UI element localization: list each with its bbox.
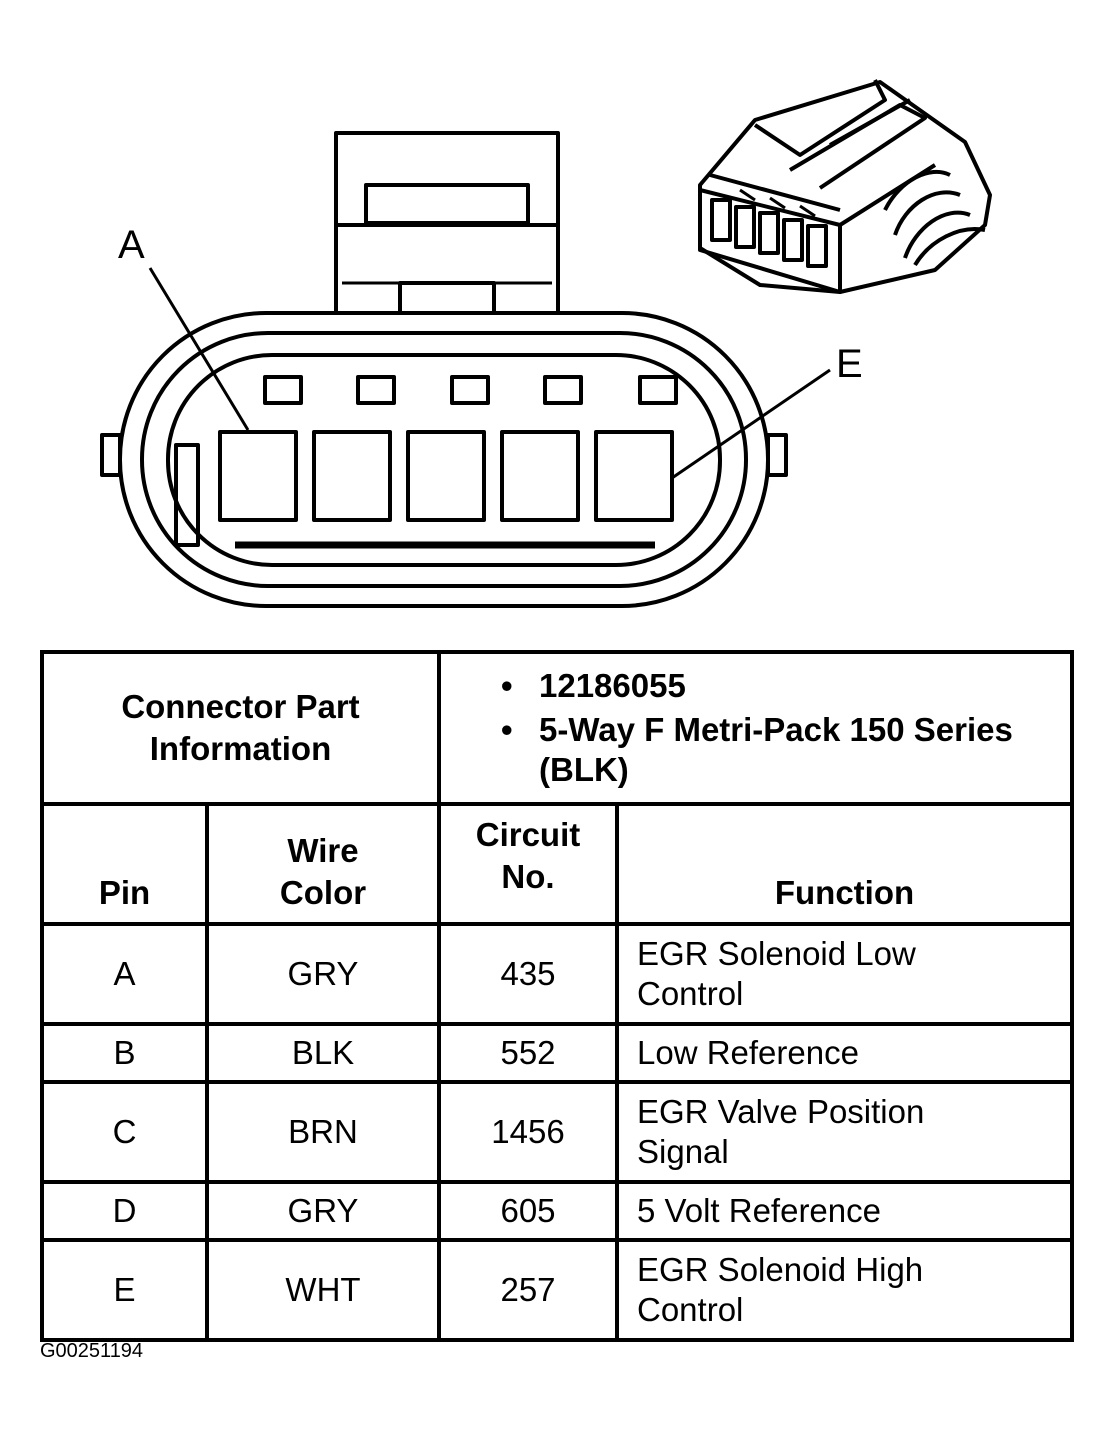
pin-cell: E xyxy=(40,1238,209,1342)
pin-cavities xyxy=(218,430,674,522)
connector-isometric-view xyxy=(698,79,992,294)
table-row: B BLK 552 Low Reference xyxy=(40,1022,1074,1084)
wire-color-cell: BRN xyxy=(205,1080,441,1184)
leader-line-a xyxy=(148,267,250,431)
col-header-circuit-no: Circuit No. xyxy=(437,802,619,926)
function-cell: 5 Volt Reference xyxy=(615,1180,1074,1242)
function-cell: EGR Valve Position Signal xyxy=(615,1080,1074,1184)
connector-latch-tab xyxy=(334,131,560,325)
connector-body xyxy=(100,311,788,608)
connector-teeth xyxy=(263,375,678,405)
part-info-label: Connector Part Information xyxy=(121,688,360,767)
wire-color-cell: WHT xyxy=(205,1238,441,1342)
part-info-item: • 5-Way F Metri-Pack 150 Series (BLK) xyxy=(501,711,1013,788)
table-row: C BRN 1456 EGR Valve Position Signal xyxy=(40,1080,1074,1184)
part-info-item: • 12186055 xyxy=(501,667,686,704)
circuit-cell: 1456 xyxy=(437,1080,619,1184)
wire-color-cell: BLK xyxy=(205,1022,441,1084)
pin-cavity-c xyxy=(406,430,486,522)
wire-color-cell: GRY xyxy=(205,922,441,1026)
connector-diagram: A E xyxy=(100,79,992,608)
pin-a-label: A xyxy=(118,223,145,267)
col-header-function: Function xyxy=(615,802,1074,926)
table-row: E WHT 257 EGR Solenoid High Control xyxy=(40,1238,1074,1342)
table-row: A GRY 435 EGR Solenoid Low Control xyxy=(40,922,1074,1026)
circuit-cell: 257 xyxy=(437,1238,619,1342)
pin-cavity-b xyxy=(312,430,392,522)
bullet-icon: • xyxy=(501,667,513,704)
wire-color-cell: GRY xyxy=(205,1180,441,1242)
pin-cell: C xyxy=(40,1080,209,1184)
figure-id: G00251194 xyxy=(40,1340,144,1362)
circuit-cell: 552 xyxy=(437,1022,619,1084)
col-header-pin: Pin xyxy=(40,802,209,926)
pin-cell: D xyxy=(40,1180,209,1242)
pin-cavity-e xyxy=(594,430,674,522)
pin-cell: A xyxy=(40,922,209,1026)
circuit-cell: 435 xyxy=(437,922,619,1026)
part-info-list: • 12186055 • 5-Way F Metri-Pack 150 Seri… xyxy=(437,650,1074,806)
col-header-wire-color: Wire Color xyxy=(205,802,441,926)
function-cell: EGR Solenoid High Control xyxy=(615,1238,1074,1342)
pin-cavity-a xyxy=(218,430,298,522)
part-info-label-cell: Connector Part Information xyxy=(40,650,441,806)
bullet-icon: • xyxy=(501,711,513,748)
circuit-cell: 605 xyxy=(437,1180,619,1242)
pin-e-label: E xyxy=(836,342,863,386)
connector-table: Connector Part Information • 12186055 • … xyxy=(40,650,1074,1342)
function-cell: Low Reference xyxy=(615,1022,1074,1084)
table-row: D GRY 605 5 Volt Reference xyxy=(40,1180,1074,1242)
pin-cell: B xyxy=(40,1022,209,1084)
leader-line-e xyxy=(671,368,831,480)
pin-cavity-d xyxy=(500,430,580,522)
function-cell: EGR Solenoid Low Control xyxy=(615,922,1074,1026)
